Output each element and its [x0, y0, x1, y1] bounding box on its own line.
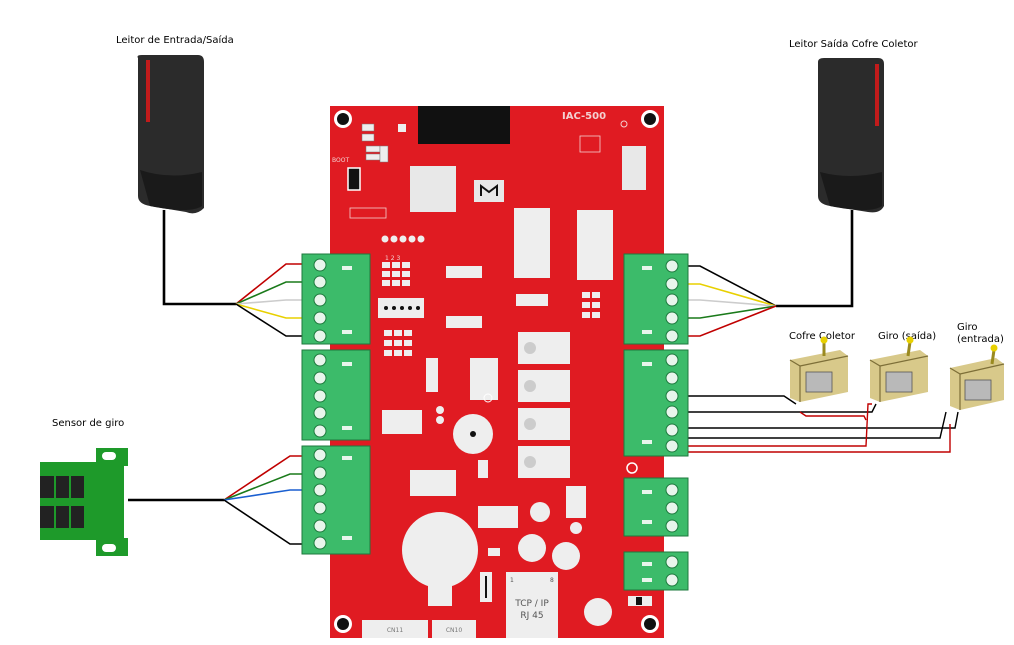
rj45-pin8: 8 [550, 577, 554, 584]
controller-board: IAC-500 BOOT 1 2 3 [330, 106, 664, 638]
solenoid-giro-entrada-label-1: Giro [957, 322, 978, 333]
reader-right-cable [688, 210, 854, 337]
connector-cn10: CN10 [446, 627, 462, 634]
solenoid-giro-entrada [949, 344, 1005, 410]
rj45-pin1: 1 [510, 577, 514, 584]
reader-right [818, 58, 884, 213]
solenoid-giro-entrada-label-2: (entrada) [957, 334, 1004, 345]
turn-sensor-cable [128, 455, 302, 545]
header-numbers: 1 2 3 [385, 255, 400, 262]
solenoid-cofre-label: Cofre Coletor [789, 331, 856, 342]
solenoid-giro-saida [869, 336, 929, 402]
connector-cn11: CN11 [387, 627, 403, 634]
turn-sensor-label: Sensor de giro [52, 418, 125, 429]
solenoid-cofre [789, 336, 849, 402]
network-label-2: RJ 45 [520, 611, 543, 621]
board-model: IAC-500 [562, 111, 606, 122]
reader-left [137, 55, 204, 214]
terminal-blocks-right [623, 253, 689, 591]
terminal-blocks-left [301, 253, 371, 555]
reader-right-label: Leitor Saída Cofre Coletor [789, 39, 918, 50]
solenoid-wires [688, 395, 959, 453]
reader-left-cable [162, 210, 302, 337]
reader-left-label: Leitor de Entrada/Saída [116, 35, 234, 46]
transistors [518, 332, 570, 478]
turn-sensor [40, 448, 128, 556]
solenoid-giro-saida-label: Giro (saída) [878, 331, 937, 342]
boot-label: BOOT [332, 157, 349, 164]
network-label-1: TCP / IP [514, 599, 549, 609]
